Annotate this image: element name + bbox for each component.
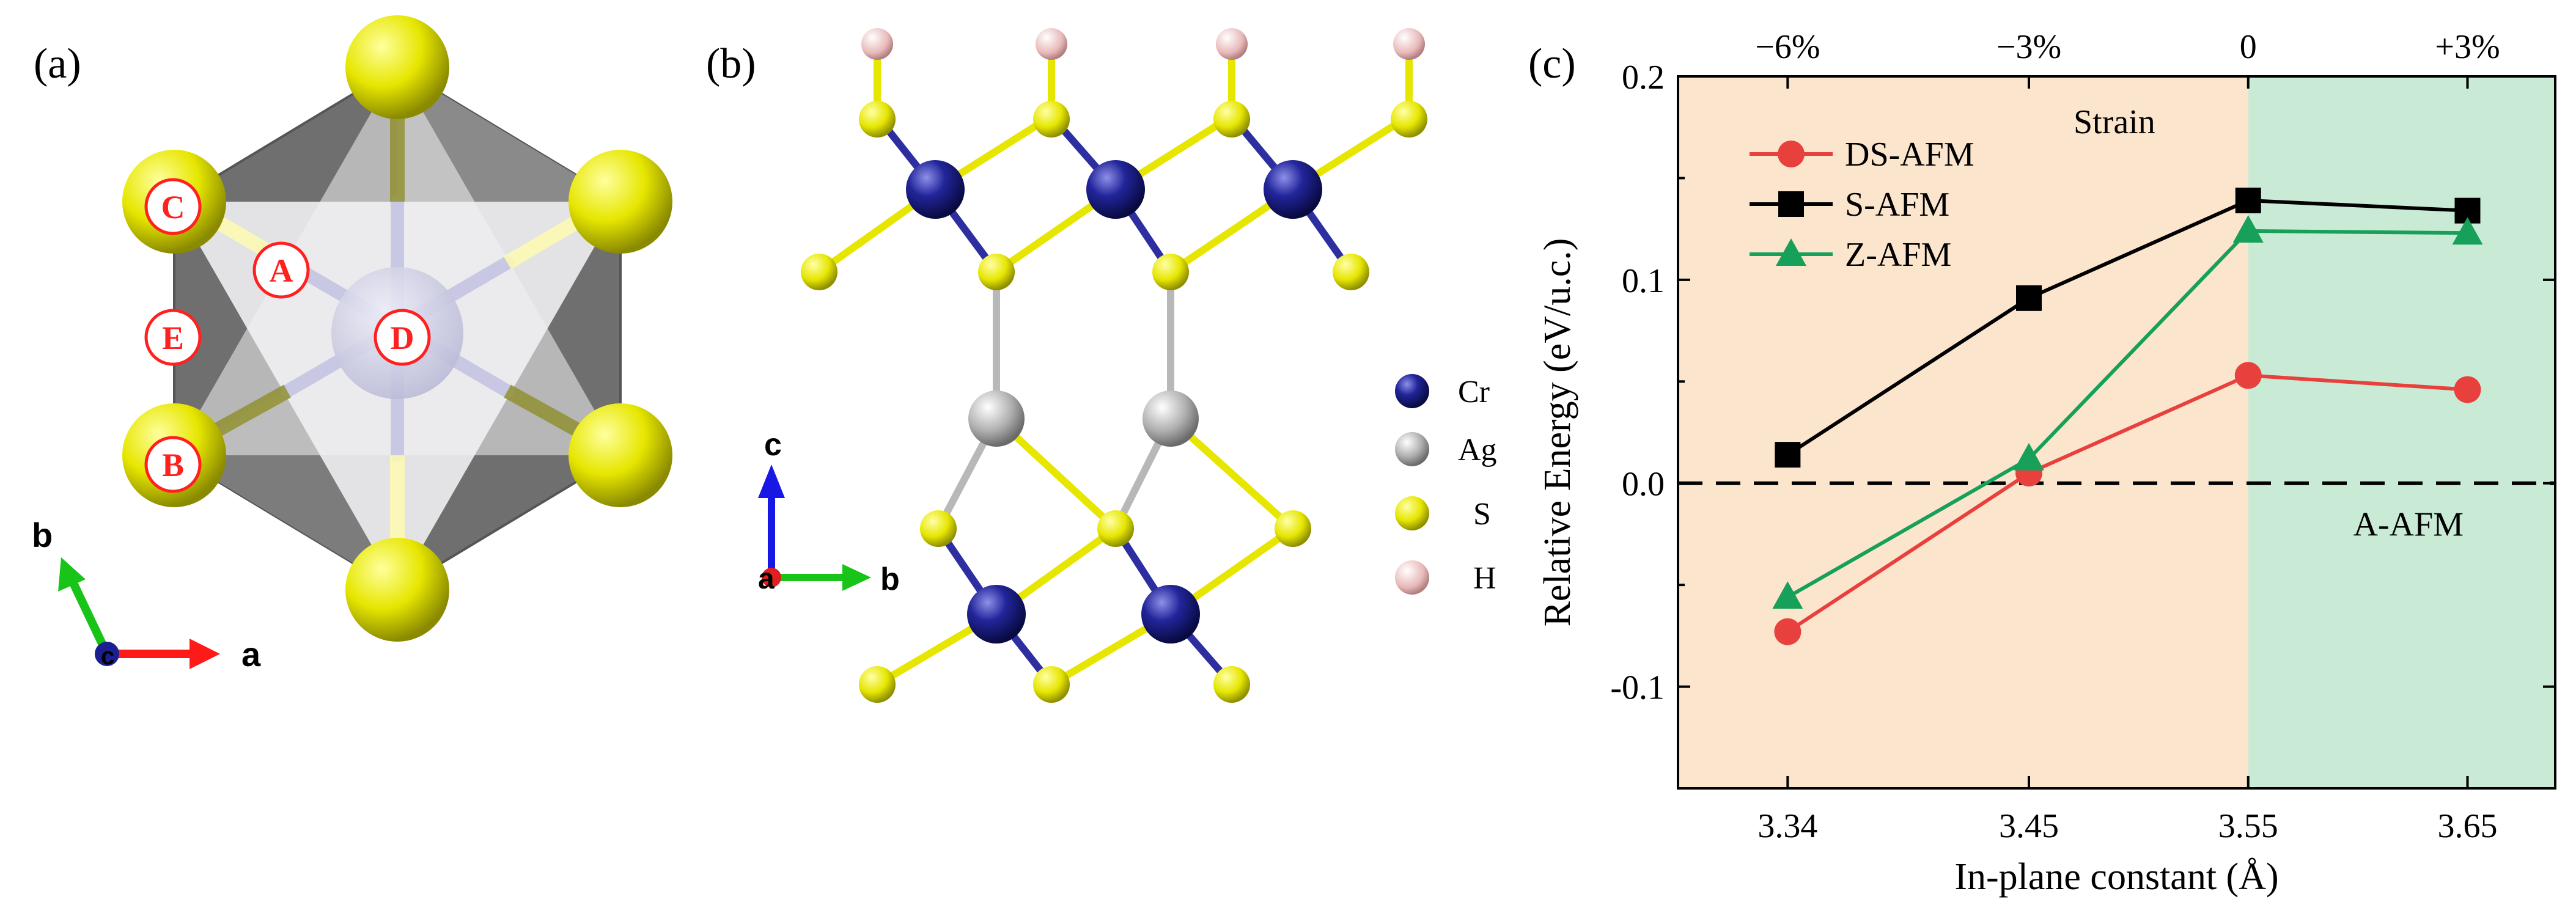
axis-c-label-b: c: [764, 427, 782, 463]
legend-cr-label: Cr: [1458, 375, 1490, 409]
axis-b-label: b: [32, 516, 53, 554]
y-tick-label: -0.1: [1610, 669, 1665, 707]
legend-ag-label: Ag: [1458, 433, 1497, 468]
x-tick-label: 3.65: [2438, 807, 2498, 845]
legend-label-z-afm: Z-AFM: [1845, 236, 1951, 274]
legend-marker-s-afm: [1778, 191, 1804, 217]
data-point-ds-afm: [2234, 362, 2262, 389]
panel-a-label: (a): [34, 40, 81, 87]
legend-marker-ds-afm: [1778, 141, 1805, 167]
series-line-z-afm: [1786, 229, 2468, 599]
x-tick-label: 3.34: [1757, 807, 1817, 845]
y-tick-label: 0.1: [1622, 262, 1665, 300]
data-point-s-afm: [1775, 442, 1801, 468]
site-label-d: D: [391, 320, 414, 356]
axis-c-label: c: [101, 643, 114, 670]
panel-b-label: (b): [706, 40, 756, 87]
y-tick-label: 0.2: [1622, 59, 1665, 97]
sulfur-atom-upper-right: [569, 150, 672, 254]
y-axis-label: Relative Energy (eV/u.c.): [1537, 238, 1578, 627]
x-tick-label: 3.55: [2218, 807, 2278, 845]
data-point-ds-afm: [1774, 618, 1801, 645]
data-point-s-afm: [2016, 285, 2042, 311]
strain-annotation: Strain: [2074, 103, 2155, 141]
axis-a-label: a: [241, 635, 261, 673]
data-point-z-afm: [2232, 215, 2264, 243]
site-label-e: E: [162, 320, 184, 356]
top-tick-label: +3%: [2435, 28, 2500, 66]
sulfur-atom-bottom: [345, 538, 449, 642]
plot-frame: [1677, 75, 2556, 790]
top-tick-label: 0: [2240, 28, 2257, 66]
site-label-c: C: [161, 189, 185, 226]
panel-c-label: (c): [1528, 40, 1576, 87]
data-point-s-afm: [2235, 188, 2261, 214]
x-tick-label: 3.45: [1999, 807, 2059, 845]
x-axis-label: In-plane constant (Å): [1954, 856, 2278, 898]
shaded-region-0: [1678, 76, 2248, 788]
axis-a-label-b: a: [758, 563, 775, 595]
data-point-z-afm: [1772, 581, 1803, 609]
legend-label-ds-afm: DS-AFM: [1845, 136, 1974, 174]
legend-label-s-afm: S-AFM: [1845, 186, 1949, 224]
site-label-a: A: [270, 252, 293, 289]
data-point-z-afm: [2014, 442, 2044, 471]
shaded-region-1: [2248, 76, 2555, 788]
reference-label: A-AFM: [2353, 506, 2464, 544]
top-tick-label: −6%: [1755, 28, 1820, 66]
series-line-s-afm: [1786, 199, 2468, 457]
panel-b-structure: c b a Cr Ag S H: [758, 28, 1497, 703]
data-point-ds-afm: [2454, 376, 2481, 403]
chart-legend: DS-AFM S-AFM Z-AFM: [1750, 136, 1974, 274]
sulfur-atom-top: [345, 15, 449, 119]
sulfur-atom-lower-right: [569, 403, 672, 507]
y-tick-label: 0.0: [1622, 466, 1665, 504]
axis-b-label-b: b: [880, 562, 900, 597]
top-tick-label: −3%: [1996, 28, 2061, 66]
site-label-b: B: [162, 447, 184, 483]
series-line-ds-afm: [1786, 373, 2468, 634]
legend-h-label: H: [1473, 561, 1496, 596]
legend-marker-z-afm: [1776, 238, 1806, 266]
relative-energy-chart: 3.34−6%3.45−3%3.5503.65+3%-0.10.00.10.2 …: [1537, 28, 2556, 898]
legend-s-label: S: [1473, 497, 1491, 532]
data-point-z-afm: [2452, 217, 2483, 245]
panel-a-structure: C A E D B a b c: [32, 15, 672, 673]
